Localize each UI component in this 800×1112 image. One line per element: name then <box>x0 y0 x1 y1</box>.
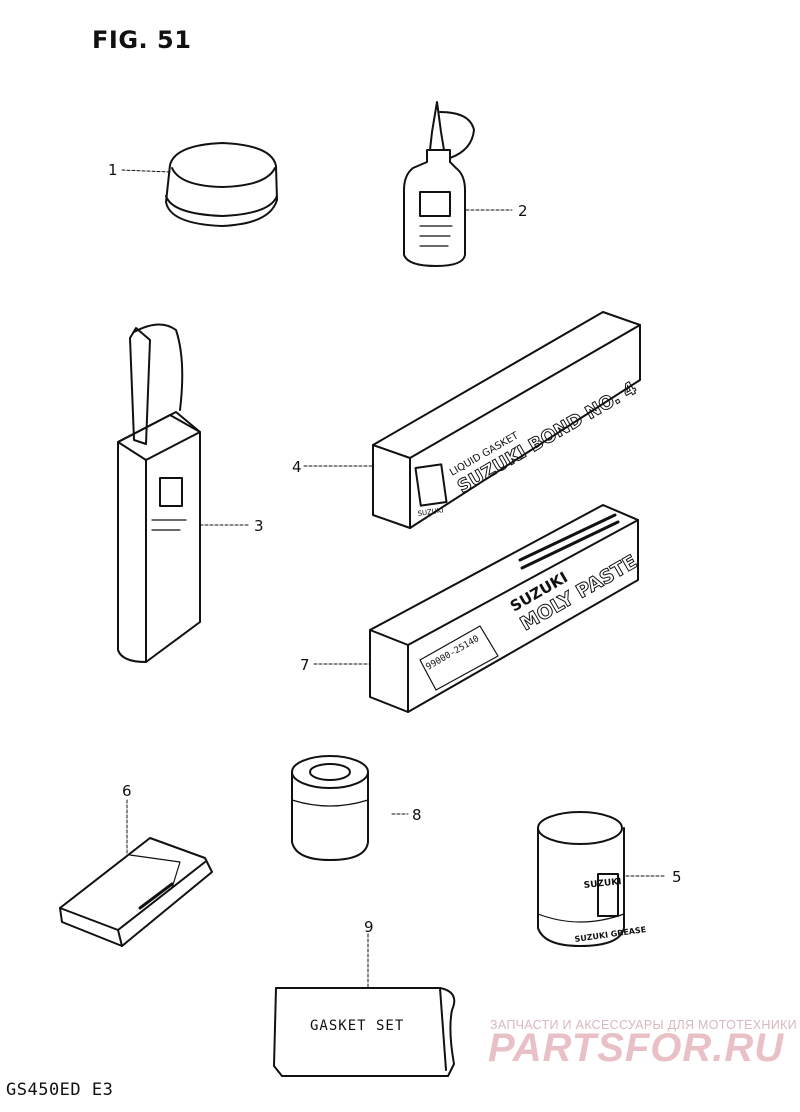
part-4-gasket-box[interactable] <box>372 311 641 529</box>
callout-8: 8 <box>412 806 422 824</box>
callout-4: 4 <box>292 458 302 476</box>
part-4-box-text: LIQUID GASKET SUZUKI BOND NO. 4 <box>448 377 641 498</box>
part-4-brand: SUZUKI <box>417 506 444 518</box>
part-4-line-2: SUZUKI BOND NO. 4 <box>454 378 640 498</box>
part-2-bottle[interactable] <box>403 101 475 267</box>
callout-6: 6 <box>122 782 132 800</box>
part-3-oil-can[interactable] <box>117 323 201 663</box>
part-6-case[interactable] <box>59 837 213 947</box>
callout-3: 3 <box>254 517 264 535</box>
leader-lines <box>121 169 667 989</box>
callout-9: 9 <box>364 918 374 936</box>
callout-7: 7 <box>300 656 310 674</box>
part-5-grease-can[interactable] <box>537 811 625 947</box>
model-code: GS450ED E3 <box>6 1080 114 1100</box>
part-5-can-text: SUZUKI SUZUKI GREASE <box>574 877 647 944</box>
callout-1: 1 <box>108 161 118 179</box>
watermark-tagline: ЗАПЧАСТИ И АКСЕССУАРЫ ДЛЯ МОТОТЕХНИКИ <box>490 1018 797 1032</box>
watermark-brand: PARTSFOR.RU <box>488 1026 785 1070</box>
callouts: 1 2 3 4 5 6 7 8 9 <box>108 161 682 936</box>
callout-5: 5 <box>672 868 682 886</box>
part-1-cap[interactable] <box>165 142 278 227</box>
part-8-small-can[interactable] <box>291 755 369 861</box>
part-9-gasket-bag[interactable] <box>273 987 456 1077</box>
part-7-side-text: 99000-25140 <box>425 634 482 672</box>
part-7-box-text: SUZUKI MOLY PASTE <box>507 550 642 636</box>
callout-2: 2 <box>518 202 528 220</box>
part-7-moly-paste-box[interactable] <box>369 504 639 713</box>
part-5-line-1: SUZUKI <box>583 877 622 891</box>
part-9-label: GASKET SET <box>310 1018 404 1034</box>
figure-title: FIG. 51 <box>92 26 192 54</box>
